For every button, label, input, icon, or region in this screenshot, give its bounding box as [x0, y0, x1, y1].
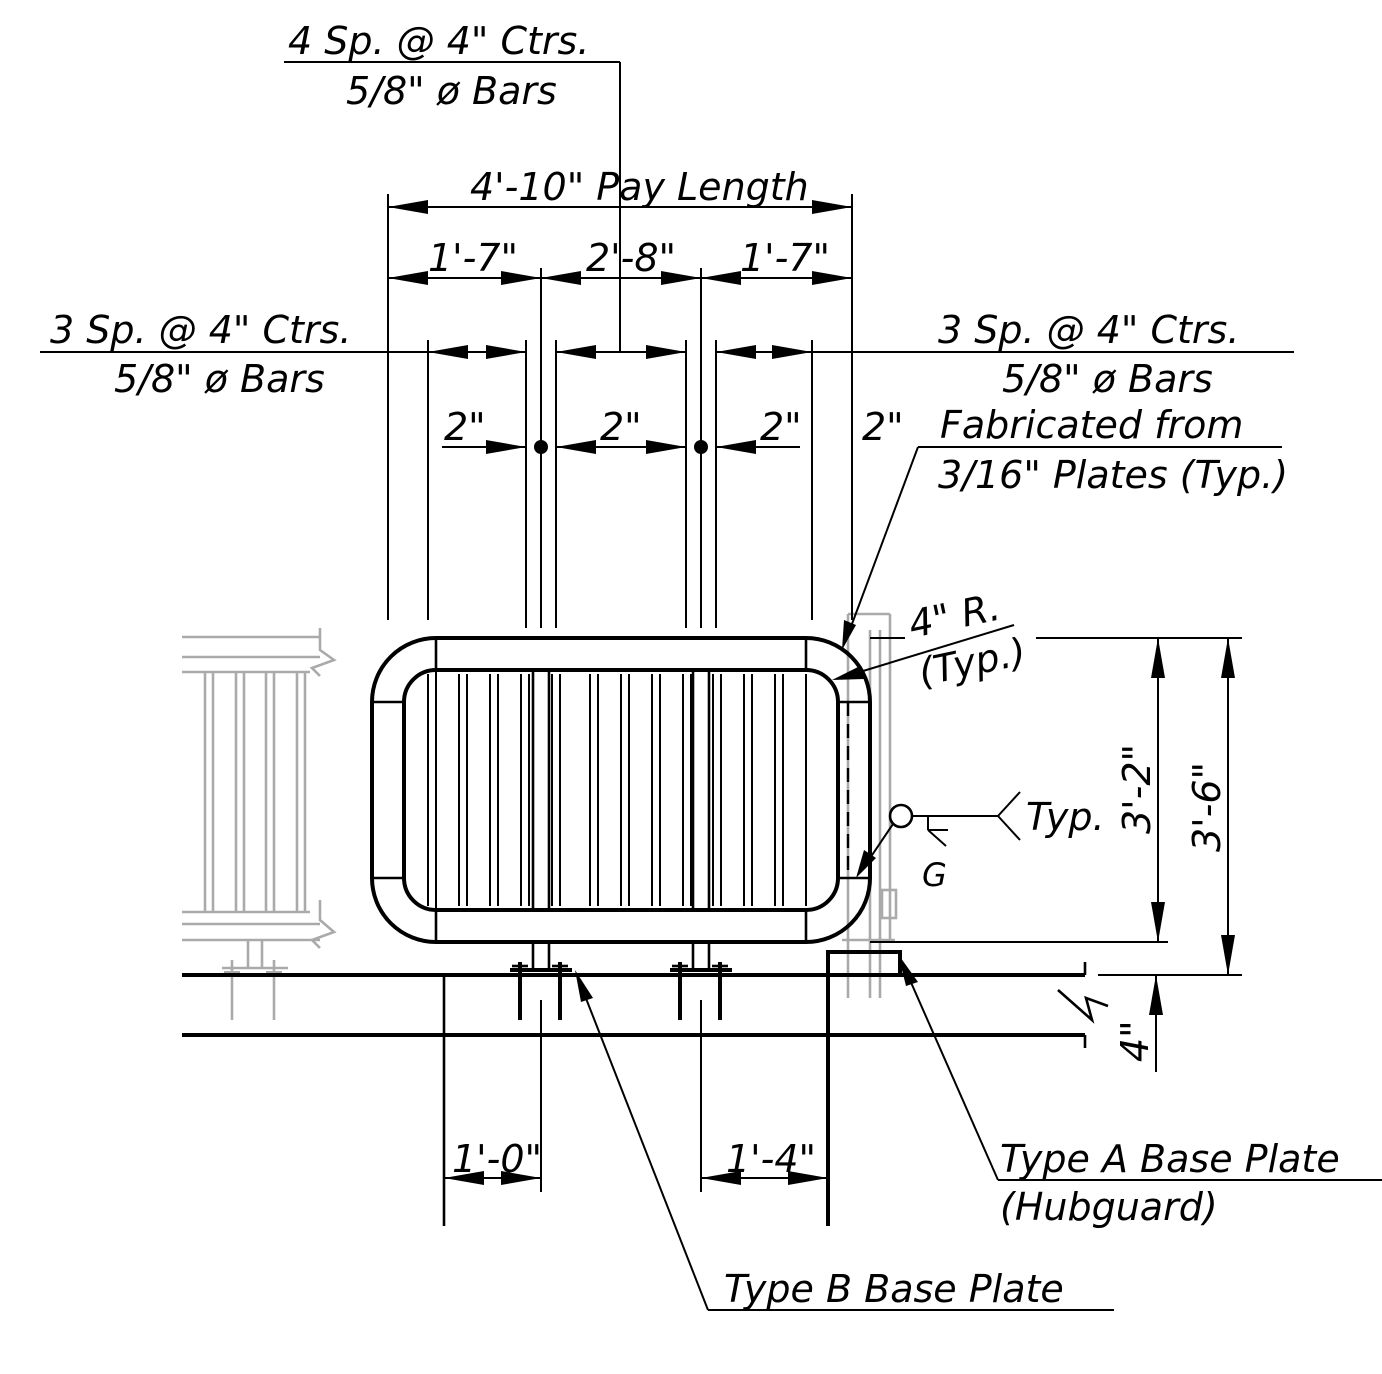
dim-2-d-label: 2" [862, 405, 904, 449]
left-bars-label: 5/8" ø Bars [114, 357, 325, 401]
radius-leader [832, 624, 1015, 680]
fabricated-label-1: Fabricated from [940, 403, 1243, 447]
type-b-label: Type B Base Plate [724, 1267, 1064, 1311]
slab-thickness-label: 4" [1113, 1020, 1157, 1062]
weld-g-label: G [922, 856, 947, 894]
two-inch-dimensions [442, 440, 800, 454]
height-dimensions [870, 637, 1242, 1072]
offset-left-label: 1'-0" [452, 1137, 542, 1181]
offset-dimensions [442, 975, 828, 1226]
dim-2-c-label: 2" [760, 405, 802, 449]
dim-2-a-label: 2" [444, 405, 486, 449]
adjacent-railing-left [182, 628, 337, 1020]
type-a-label-2: (Hubguard) [1000, 1185, 1218, 1229]
top-spacing-label: 4 Sp. @ 4" Ctrs. [288, 19, 589, 63]
dimension-labels: 4 Sp. @ 4" Ctrs. 5/8" ø Bars 4'-10" Pay … [50, 19, 1340, 1311]
seg-left-label: 1'-7" [428, 236, 518, 280]
dim-2-b-label: 2" [600, 405, 642, 449]
post-base-left [510, 942, 572, 1020]
right-spacing-label: 3 Sp. @ 4" Ctrs. [938, 308, 1239, 352]
height-inner-label: 3'-2" [1115, 744, 1159, 834]
right-bars-label: 5/8" ø Bars [1002, 357, 1213, 401]
segment-dimension [388, 271, 852, 285]
base-plate-leaders [575, 954, 1382, 1311]
spacing-dimension [40, 345, 1294, 359]
height-outer-label: 3'-6" [1185, 762, 1229, 852]
weld-symbol [856, 791, 1021, 878]
rail-panel [370, 636, 872, 944]
top-bars-label: 5/8" ø Bars [346, 69, 557, 113]
type-a-base-plate [826, 950, 902, 1226]
pay-length-label: 4'-10" Pay Length [470, 165, 809, 209]
deck-slab [182, 962, 1109, 1048]
left-spacing-label: 3 Sp. @ 4" Ctrs. [50, 308, 351, 352]
fabricated-label-2: 3/16" Plates (Typ.) [938, 453, 1288, 497]
weld-typ-label: Typ. [1026, 795, 1105, 839]
seg-mid-label: 2'-8" [586, 236, 676, 280]
extension-lines [284, 61, 853, 628]
post-base-right [670, 942, 732, 1020]
seg-right-label: 1'-7" [740, 236, 830, 280]
pay-length-dimension [388, 200, 852, 214]
offset-right-label: 1'-4" [726, 1137, 816, 1181]
fabricated-leader [842, 446, 1282, 650]
type-a-label-1: Type A Base Plate [1000, 1137, 1340, 1181]
